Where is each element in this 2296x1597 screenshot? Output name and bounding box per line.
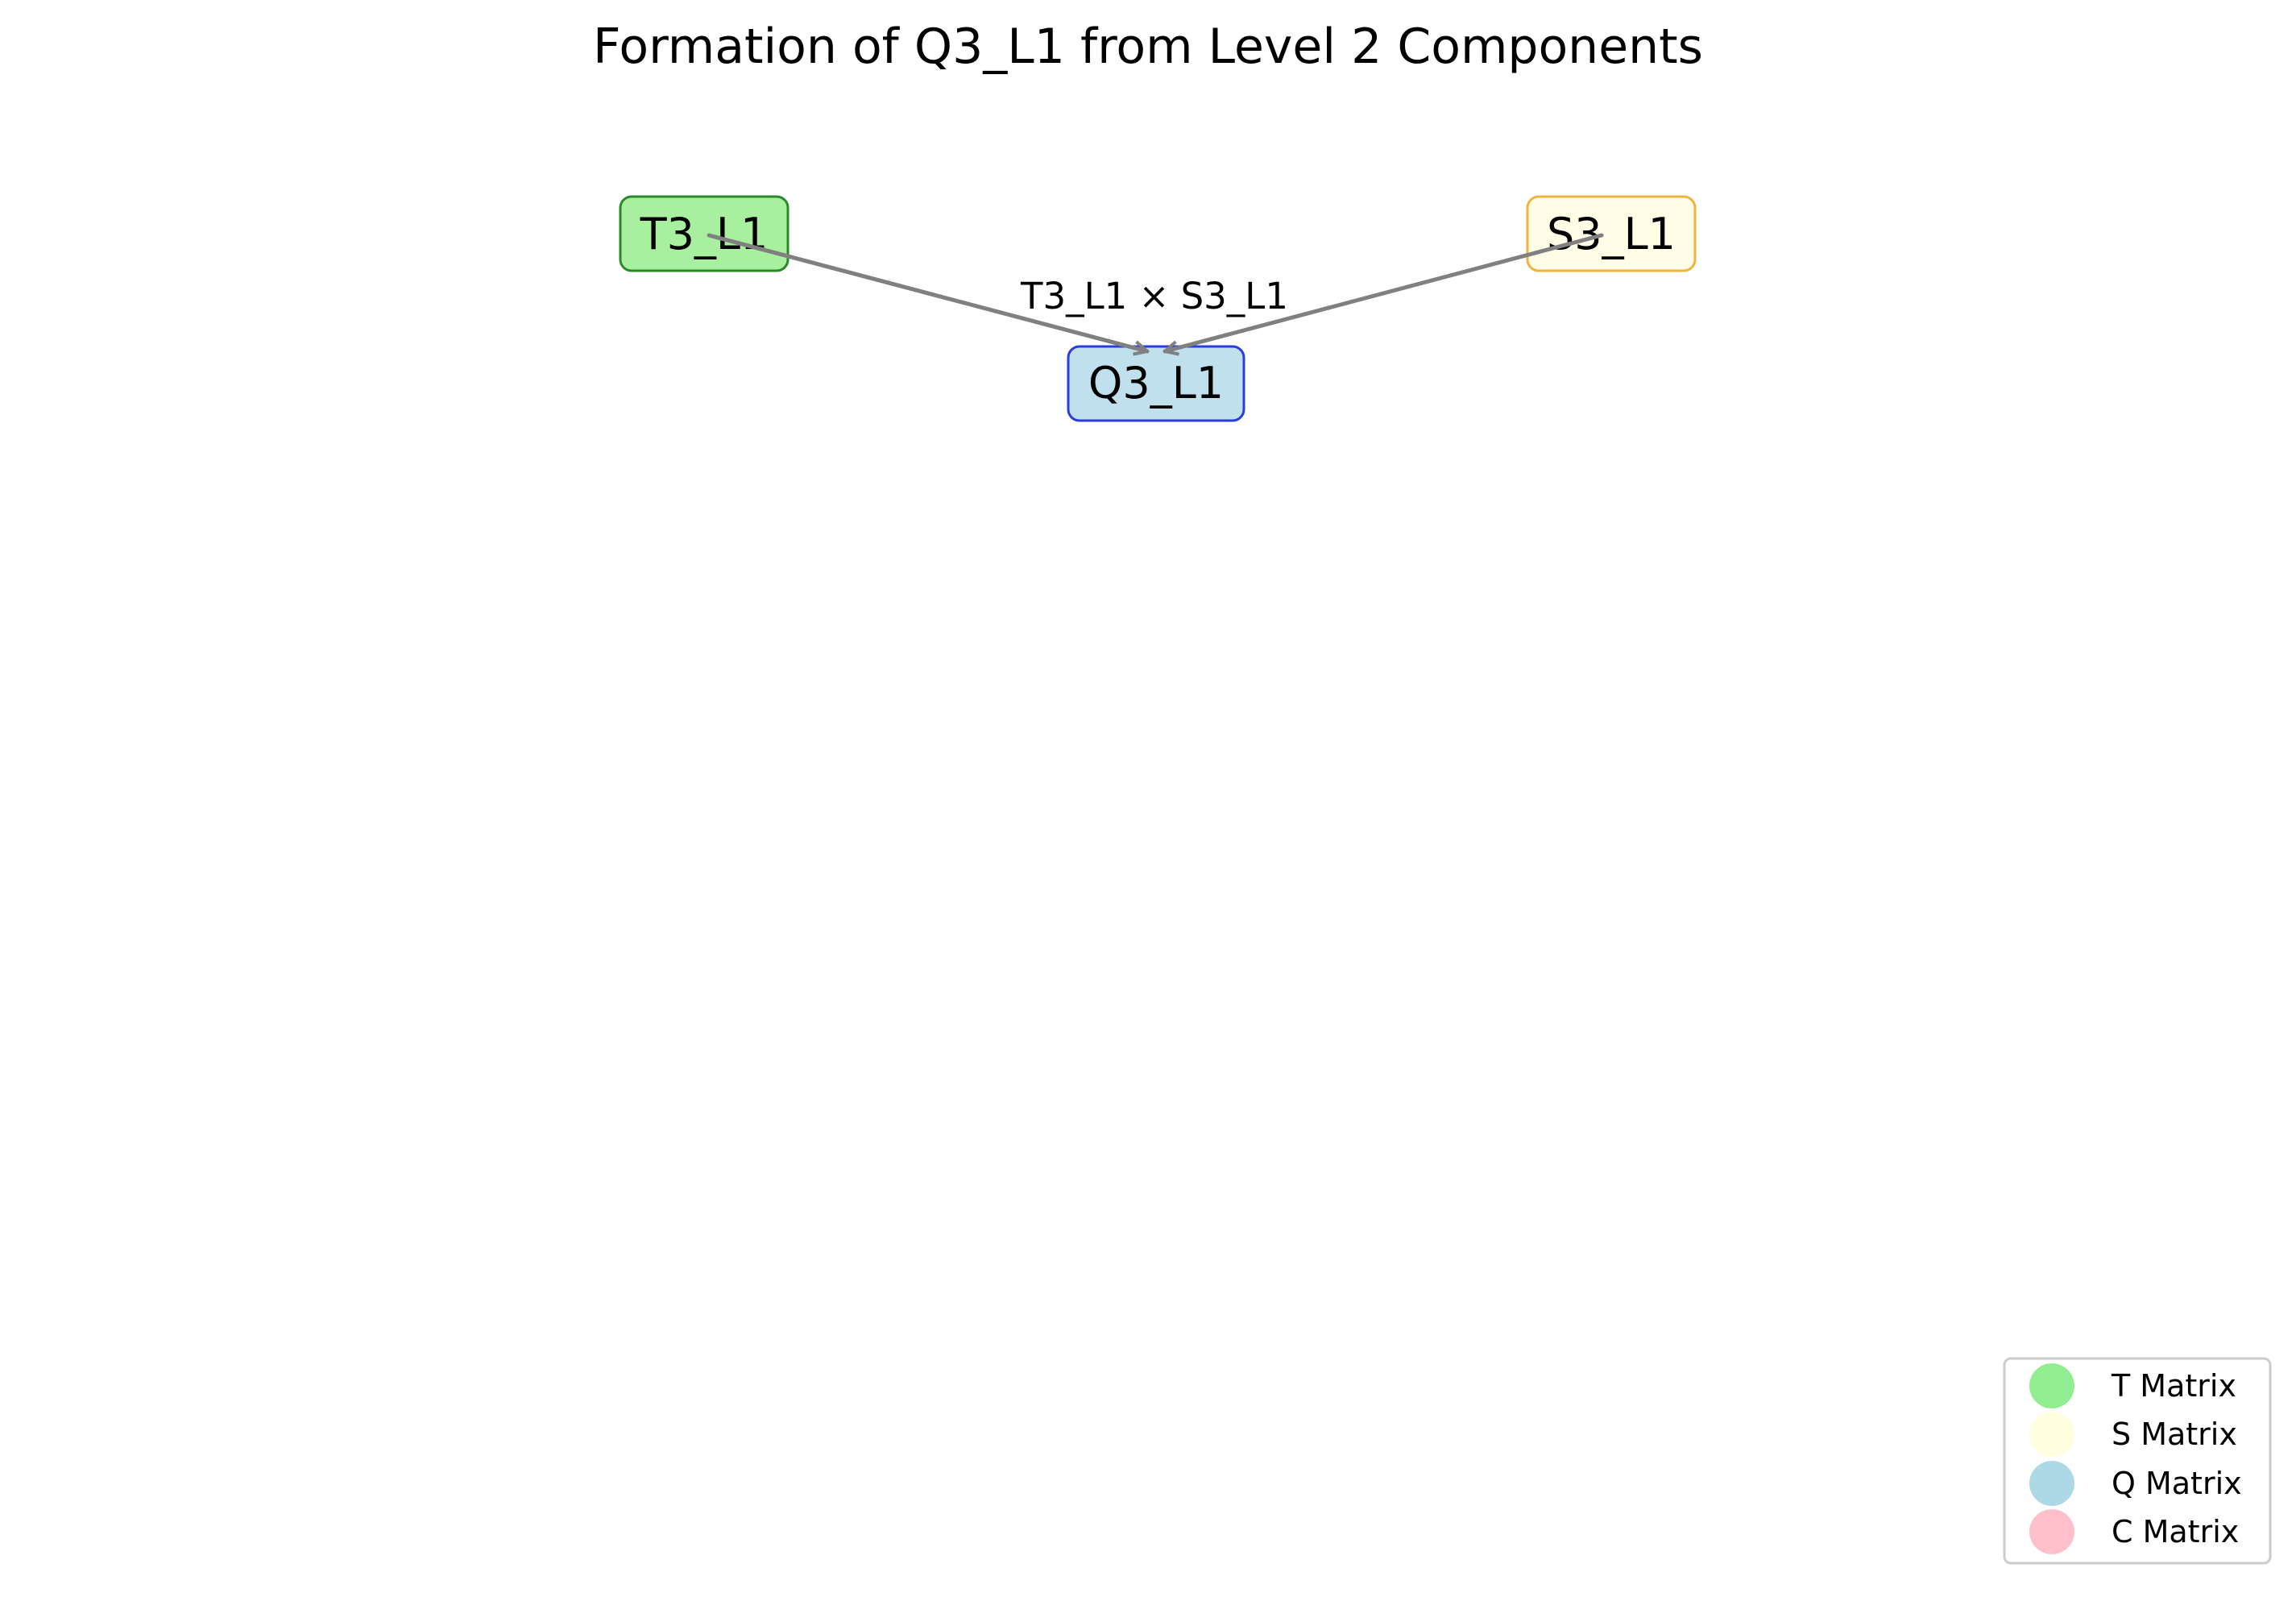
legend: T Matrix S Matrix Q Matrix C Matrix bbox=[2003, 1357, 2272, 1565]
edge-label: T3_L1 × S3_L1 bbox=[1020, 275, 1288, 317]
legend-swatch-c-matrix bbox=[2029, 1509, 2074, 1554]
node-s3-l1[interactable]: S3_L1 bbox=[1526, 195, 1697, 272]
node-t3-l1-box bbox=[619, 195, 790, 272]
node-q3-l1-label: Q3_L1 bbox=[1088, 358, 1224, 409]
legend-frame bbox=[2003, 1357, 2272, 1565]
node-s3-l1-box bbox=[1526, 195, 1697, 272]
diagram-title: Formation of Q3_L1 from Level 2 Componen… bbox=[593, 19, 1703, 75]
legend-label-s-matrix: S Matrix bbox=[2112, 1417, 2237, 1452]
legend-label-q-matrix: Q Matrix bbox=[2112, 1466, 2242, 1501]
legend-swatch-s-matrix bbox=[2029, 1412, 2074, 1457]
node-t3-l1-label: T3_L1 bbox=[640, 209, 769, 259]
legend-label-t-matrix: T Matrix bbox=[2111, 1368, 2236, 1404]
edge-t3-l1-to-q3-l1 bbox=[707, 233, 1147, 351]
legend-label-c-matrix: C Matrix bbox=[2112, 1514, 2239, 1549]
node-s3-l1-label: S3_L1 bbox=[1547, 209, 1676, 259]
edge-s3-l1-to-q3-l1 bbox=[1165, 233, 1604, 351]
node-t3-l1[interactable]: T3_L1 bbox=[619, 195, 790, 272]
node-q3-l1[interactable]: Q3_L1 bbox=[1067, 345, 1245, 422]
node-q3-l1-box bbox=[1067, 345, 1245, 422]
legend-swatch-t-matrix bbox=[2029, 1363, 2074, 1408]
legend-swatch-q-matrix bbox=[2029, 1461, 2074, 1506]
